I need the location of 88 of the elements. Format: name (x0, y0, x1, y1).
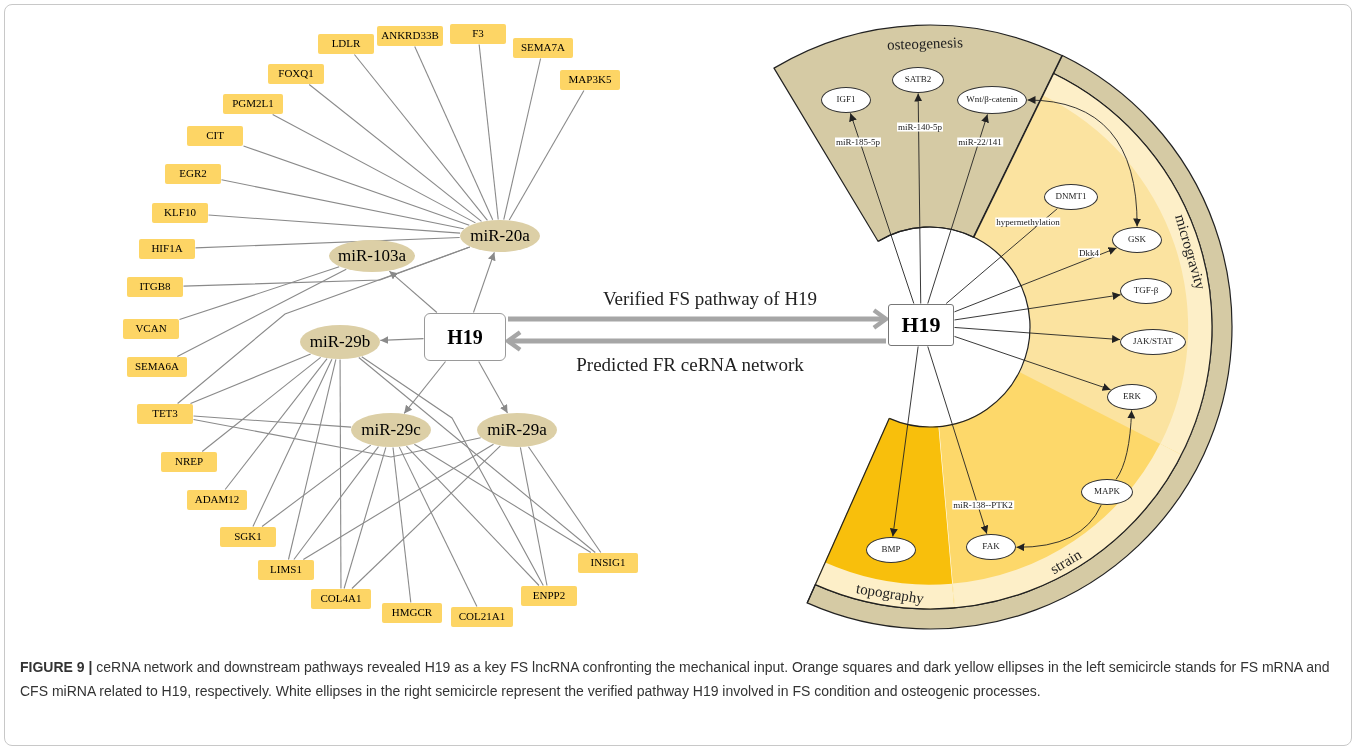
connector-line (293, 446, 380, 561)
connector-line (398, 446, 478, 608)
connector-line (343, 446, 387, 590)
arrow (388, 270, 438, 314)
edge-label: Dkk4 (1078, 248, 1100, 258)
connector-line (261, 444, 372, 528)
connector-line (189, 353, 312, 405)
gene-box: TET3 (137, 404, 193, 424)
lncrna-box: H19 (424, 313, 506, 361)
gene-box: SEMA7A (513, 38, 573, 58)
gene-box: SGK1 (220, 527, 276, 547)
gene-box: COL21A1 (451, 607, 513, 627)
mirna-ellipse: miR-29b (300, 325, 380, 359)
connector-line (207, 214, 461, 234)
sector-label: topography (855, 581, 925, 607)
connector-line (220, 179, 465, 230)
gene-box: VCAN (123, 319, 179, 339)
edge-label: miR-140-5p (897, 122, 943, 132)
gene-box: COL4A1 (311, 589, 371, 609)
gene-box: FOXQ1 (268, 64, 324, 84)
mirna-ellipse: miR-29c (351, 413, 431, 447)
edge-label: hypermethylation (995, 217, 1061, 227)
connector-line (272, 113, 476, 224)
connector-line (361, 356, 544, 587)
connector-line (176, 268, 347, 358)
connector-line (308, 83, 483, 222)
connector-line (414, 45, 494, 221)
lncrna-box: H19 (888, 304, 954, 346)
gene-box: MAP3K5 (560, 70, 620, 90)
gene-box: ENPP2 (521, 586, 577, 606)
arrow (505, 330, 886, 352)
connector-line (302, 443, 495, 561)
connector-line (224, 358, 328, 491)
sector-label: strain (1047, 546, 1085, 577)
connector-line (353, 53, 488, 221)
connector-line (242, 145, 470, 226)
connector-line (351, 445, 501, 590)
arrow (472, 251, 496, 314)
connector-line (413, 443, 592, 554)
connector-line (287, 358, 337, 561)
connector-line (182, 246, 471, 287)
gene-box: NREP (161, 452, 217, 472)
connector-line (519, 446, 548, 587)
edge-label: miR-185-5p (835, 137, 881, 147)
connector-line (192, 415, 352, 428)
edge-label: Verified FS pathway of H19 (601, 288, 819, 308)
connector-line (945, 208, 1058, 304)
connector-line (201, 356, 322, 453)
connector-line (178, 266, 340, 321)
mirna-ellipse: miR-103a (329, 240, 415, 272)
arrow (478, 360, 509, 414)
connector-line (358, 356, 596, 554)
connector-line (252, 358, 333, 528)
gene-box: SEMA6A (127, 357, 187, 377)
figure-caption: FIGURE 9 | ceRNA network and downstream pathways revealed H19 as a key FS lncRNA confronting the mechanical input. Orange squares and dark yellow ellipses in the left semicircle stands for FS mRNA and CFS miRNA related to H19, respectively. White ellipses in the right semicircle represent the verified pathway H19 involved in FS condition and osteogenic processes. (20, 658, 1331, 701)
gene-box: ADAM12 (187, 490, 247, 510)
connector-line (478, 43, 499, 221)
gene-box: KLF10 (152, 203, 208, 223)
pathway-sector (938, 372, 1182, 608)
connector-line (177, 246, 471, 405)
connector-line (339, 358, 342, 590)
pathway-sector (815, 418, 955, 609)
gene-box: LIMS1 (258, 560, 314, 580)
gene-box: HMGCR (382, 603, 442, 623)
gene-box: ITGB8 (127, 277, 183, 297)
gene-box: LDLR (318, 34, 374, 54)
connector-line (194, 237, 461, 249)
gene-box: PGM2L1 (223, 94, 283, 114)
mirna-ellipse: miR-20a (460, 220, 540, 252)
gene-box: EGR2 (165, 164, 221, 184)
connector-line (527, 446, 602, 554)
arrow (403, 360, 447, 414)
edge-label: miR-22/141 (957, 137, 1003, 147)
gene-box: ANKRD33B (377, 26, 443, 46)
connector-line (508, 89, 585, 221)
connector-line (405, 445, 540, 587)
connector-line (192, 418, 482, 458)
arrow (508, 308, 889, 330)
gene-box: INSIG1 (578, 553, 638, 573)
arrow (379, 336, 425, 345)
mirna-ellipse: miR-29a (477, 413, 557, 447)
gene-box: HIF1A (139, 239, 195, 259)
gene-box: F3 (450, 24, 506, 44)
sector-label: osteogenesis (886, 35, 964, 53)
connector-line (392, 446, 412, 604)
edge-label: miR-138--PTK2 (952, 500, 1014, 510)
gene-box: CIT (187, 126, 243, 146)
connector-line (503, 57, 542, 221)
